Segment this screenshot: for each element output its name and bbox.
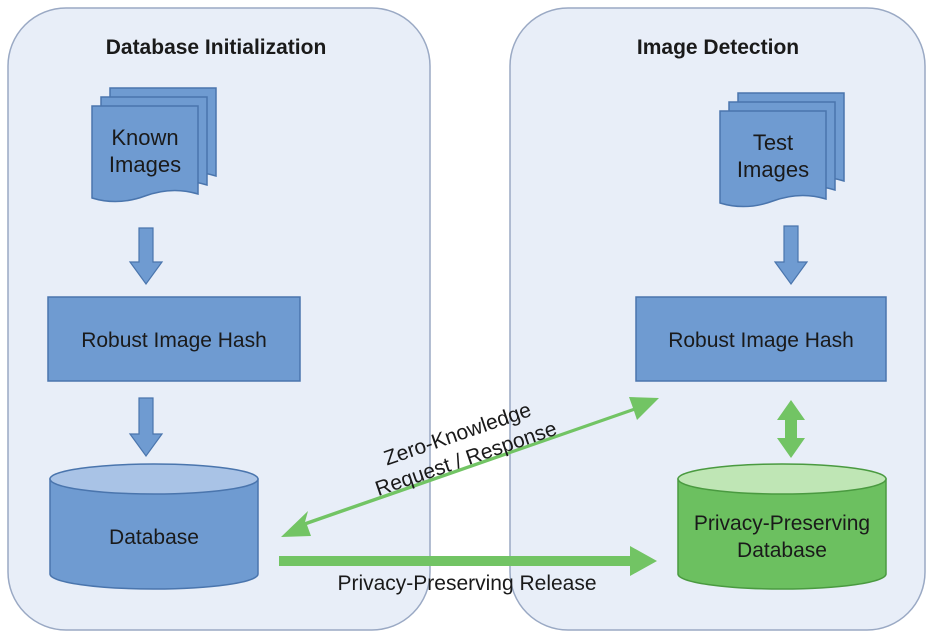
panel-title-right: Image Detection bbox=[637, 36, 799, 59]
robust-image-hash-left-label: Robust Image Hash bbox=[81, 329, 267, 352]
robust-image-hash-right-label: Robust Image Hash bbox=[668, 329, 854, 352]
pp-database-label-line1: Privacy-Preserving bbox=[694, 512, 870, 535]
database-cylinder-body bbox=[49, 478, 259, 590]
robust-image-hash-left bbox=[47, 296, 301, 382]
test-images-label-line1: Test bbox=[753, 130, 793, 155]
database-cylinder-top bbox=[49, 463, 259, 495]
robust-image-hash-right bbox=[635, 296, 887, 382]
arrow-hash-to-database bbox=[128, 397, 164, 458]
arrow-hash-pp-database-bidirectional bbox=[777, 400, 805, 458]
privacy-preserving-database-cylinder: Privacy-Preserving Database bbox=[677, 463, 887, 590]
document-sheet-front bbox=[719, 110, 827, 208]
arrow-test-to-hash bbox=[773, 225, 809, 286]
known-images-label-line2: Images bbox=[109, 152, 181, 177]
panel-title-left: Database Initialization bbox=[106, 36, 327, 59]
test-images-label-line2: Images bbox=[737, 157, 809, 182]
arrow-known-to-hash bbox=[128, 227, 164, 286]
pp-database-label-line2: Database bbox=[737, 539, 827, 562]
database-label: Database bbox=[109, 526, 199, 549]
arrow-privacy-preserving-release bbox=[279, 546, 657, 576]
known-images-document-stack: Known Images bbox=[91, 87, 217, 203]
test-images-document-stack: Test Images bbox=[719, 92, 845, 208]
database-cylinder: Database bbox=[49, 463, 259, 590]
document-sheet-front bbox=[91, 105, 199, 203]
known-images-label-line1: Known bbox=[111, 125, 178, 150]
arrow-zero-knowledge-bidirectional bbox=[281, 397, 659, 537]
pp-database-cylinder-body bbox=[677, 478, 887, 590]
privacy-preserving-release-label: Privacy-Preserving Release bbox=[337, 572, 596, 595]
pp-database-cylinder-top bbox=[677, 463, 887, 495]
